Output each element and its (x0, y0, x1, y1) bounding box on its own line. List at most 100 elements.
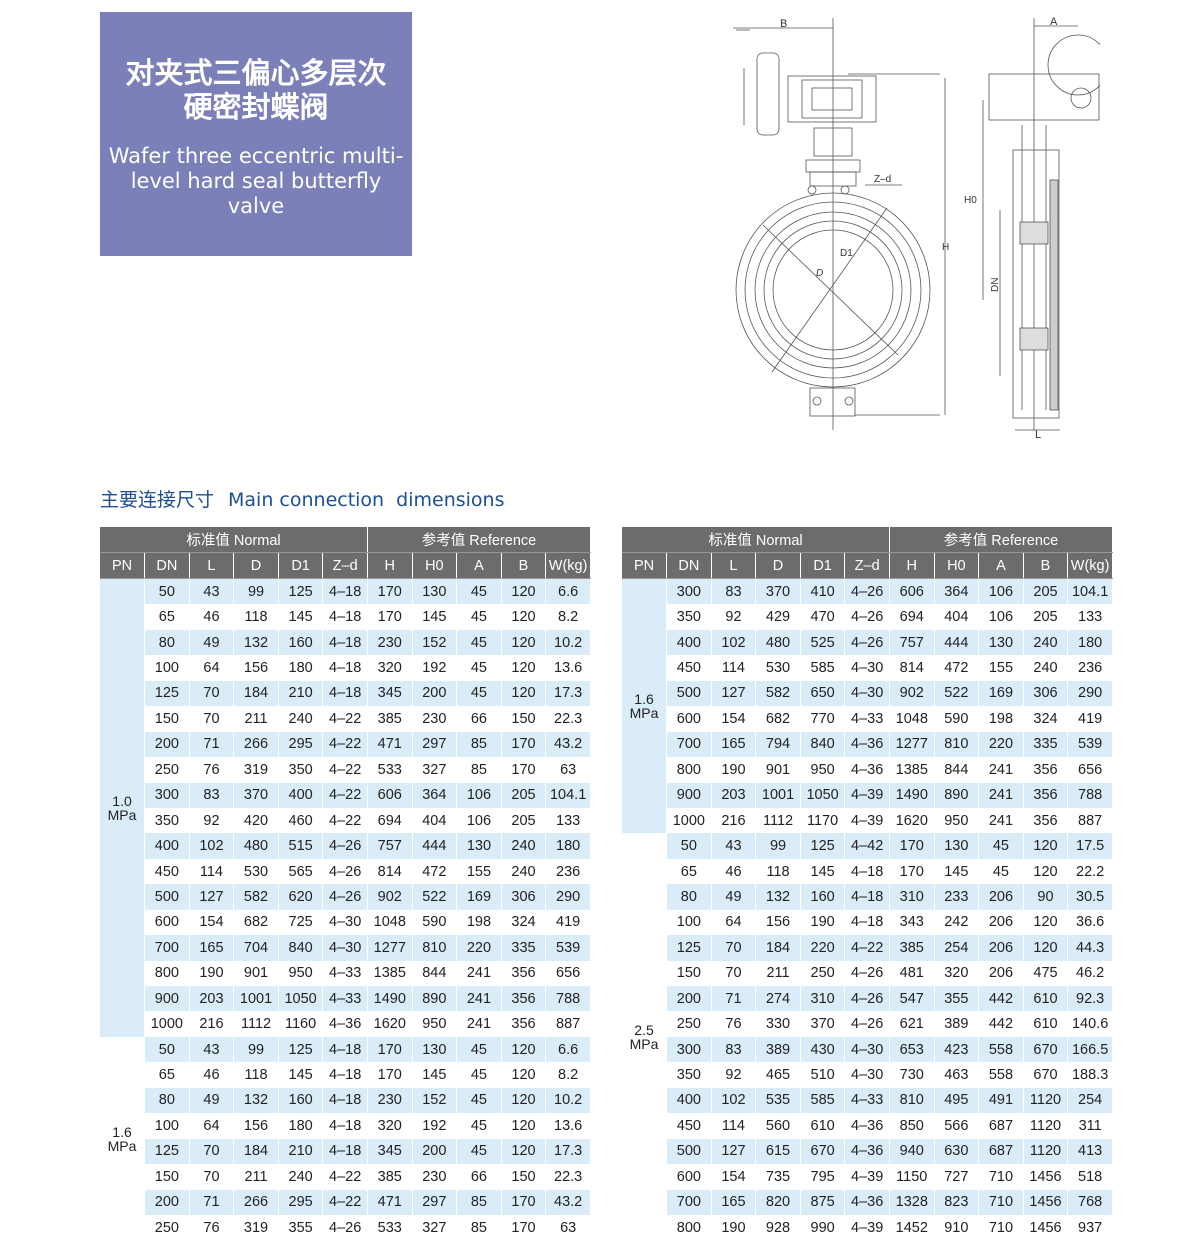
table-cell: 45 (456, 1036, 502, 1063)
table-cell: 670 (1023, 1062, 1069, 1088)
table-cell: 76 (189, 757, 235, 783)
header-normal: 标准值 Normal (100, 527, 368, 553)
table-cell: 4–18 (844, 909, 890, 936)
table-cell: 4–36 (844, 757, 890, 783)
table-cell: 1456 (1023, 1214, 1069, 1241)
table-cell: 274 (755, 986, 801, 1012)
table-cell: 350 (666, 604, 712, 630)
table-cell: 241 (978, 807, 1024, 834)
table-cell: 120 (501, 1036, 547, 1063)
table-cell: 656 (545, 960, 591, 986)
table-cell: 154 (189, 909, 235, 936)
table-cell: 444 (934, 629, 980, 656)
table-cell: 356 (501, 1011, 547, 1037)
table-cell: 114 (189, 858, 235, 885)
table-cell: 206 (978, 960, 1024, 986)
table-cell: 254 (1067, 1087, 1113, 1114)
table-cell: 118 (233, 604, 279, 630)
table-cell: 4–39 (844, 782, 890, 808)
table-cell: 241 (456, 960, 502, 986)
table-cell: 6.6 (545, 578, 591, 605)
table-cell: 43.2 (545, 1189, 591, 1215)
table-cell: 50 (144, 1036, 190, 1063)
table-cell: 735 (755, 1164, 801, 1190)
table-cell: 203 (711, 782, 757, 808)
table-cell: 565 (278, 858, 324, 885)
table-cell: 169 (978, 680, 1024, 707)
table-cell: 4–33 (844, 706, 890, 732)
table-cell: 4–30 (322, 909, 368, 936)
table-cell: 125 (144, 680, 190, 707)
table-cell: 364 (934, 578, 980, 605)
table-cell: 389 (934, 1011, 980, 1037)
column-header: L (711, 552, 757, 579)
label-zd: Z–d (874, 174, 891, 185)
table-cell: 240 (1023, 629, 1069, 656)
table-cell: 240 (278, 1164, 324, 1190)
table-cell: 150 (666, 960, 712, 986)
table-cell: 4–18 (844, 884, 890, 910)
table-cell: 290 (1067, 680, 1113, 707)
table-cell: 300 (666, 578, 712, 605)
table-cell: 120 (501, 1062, 547, 1088)
table-cell: 76 (711, 1011, 757, 1037)
table-cell: 45 (456, 655, 502, 681)
table-cell: 4–22 (322, 782, 368, 808)
table-cell: 17.3 (545, 1138, 591, 1165)
table-cell: 63 (545, 757, 591, 783)
table-cell: 4–18 (322, 604, 368, 630)
table-cell: 582 (233, 884, 279, 910)
table-cell: 297 (412, 1189, 458, 1215)
table-cell: 200 (666, 986, 712, 1012)
table-cell: 102 (711, 1087, 757, 1114)
table-cell: 216 (711, 807, 757, 834)
table-cell: 125 (666, 935, 712, 961)
table-cell: 65 (144, 604, 190, 630)
table-cell: 8.2 (545, 604, 591, 630)
table-cell: 230 (412, 706, 458, 732)
table-cell: 45 (456, 578, 502, 605)
table-cell: 150 (501, 1164, 547, 1190)
table-cell: 49 (189, 1087, 235, 1114)
table-cell: 844 (934, 757, 980, 783)
table-cell: 4–30 (844, 680, 890, 707)
table-cell: 875 (800, 1189, 846, 1215)
table-cell: 345 (367, 680, 413, 707)
pn-value: 2.5 (634, 1021, 654, 1038)
column-header: D (233, 552, 279, 579)
table-cell: 442 (978, 1011, 1024, 1037)
table-cell: 92 (189, 807, 235, 834)
column-header: W(kg) (545, 552, 591, 579)
table-cell: 170 (501, 1214, 547, 1241)
table-cell: 585 (800, 655, 846, 681)
table-cell: 120 (501, 1138, 547, 1165)
table-cell: 83 (189, 782, 235, 808)
table-cell: 4–26 (322, 833, 368, 859)
table-cell: 413 (1067, 1138, 1113, 1165)
column-header: Z–d (844, 552, 890, 579)
table-cell: 4–26 (844, 578, 890, 605)
table-cell: 80 (144, 629, 190, 656)
table-cell: 902 (889, 680, 935, 707)
table-cell: 45 (456, 629, 502, 656)
table-cell: 800 (666, 1214, 712, 1241)
title-en-line1: Wafer three eccentric multi- (108, 144, 404, 168)
table-cell: 710 (978, 1189, 1024, 1215)
label-h0: H0 (964, 195, 977, 206)
table-cell: 1620 (889, 807, 935, 834)
table-cell: 4–36 (844, 731, 890, 758)
table-cell: 50 (666, 833, 712, 859)
column-header: DN (144, 552, 190, 579)
table-cell: 240 (1023, 655, 1069, 681)
table-cell: 350 (144, 807, 190, 834)
table-cell: 410 (800, 578, 846, 605)
table-cell: 170 (367, 578, 413, 605)
